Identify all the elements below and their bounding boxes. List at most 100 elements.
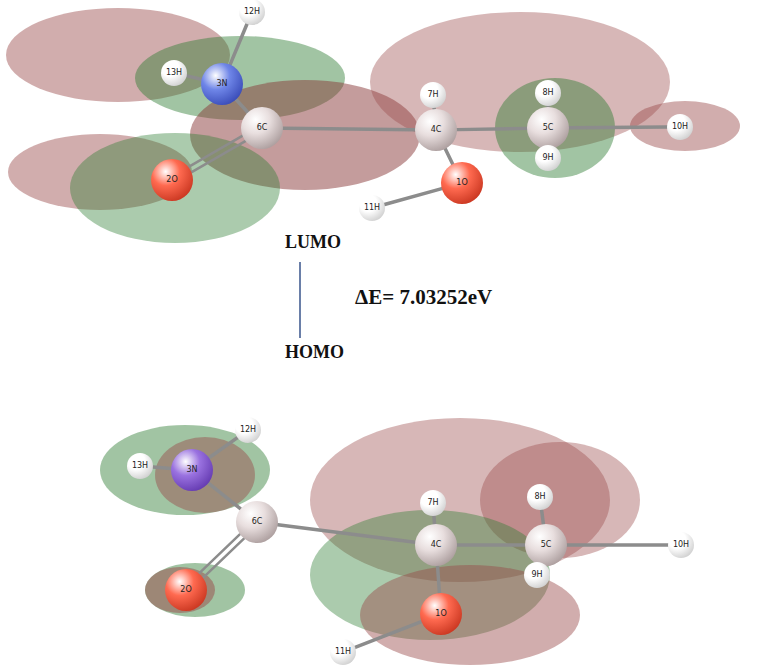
atom-label: 1O	[435, 610, 446, 618]
atom-label: 4C	[431, 126, 442, 134]
bond-stroke	[385, 189, 442, 205]
hydrogen-atom: 8H	[535, 80, 561, 106]
heavy-atom: 4C	[415, 524, 457, 566]
orbital-label: LUMO	[285, 232, 341, 253]
level-line	[299, 262, 301, 338]
bond-stroke	[208, 483, 240, 509]
atom-label: 12H	[244, 8, 260, 16]
bond-line	[236, 100, 248, 113]
hydrogen-atom: 8H	[527, 484, 553, 510]
heavy-atom: 6C	[241, 107, 283, 149]
homo-lobes	[100, 418, 640, 665]
atom-label: 7H	[427, 91, 438, 99]
heavy-atom: 2O	[151, 159, 193, 201]
atom-label: 2O	[180, 586, 191, 594]
heavy-atom: 5C	[527, 107, 569, 149]
atom-label: 10H	[673, 541, 689, 549]
orbital-lobe	[155, 437, 255, 513]
bond-line	[433, 516, 435, 524]
orbital-lobe	[70, 133, 280, 243]
bond-stroke	[153, 467, 171, 468]
atom-label: 5C	[541, 541, 552, 549]
atom-label: 10H	[672, 123, 688, 131]
bond-line	[457, 128, 527, 129]
hydrogen-atom: 7H	[420, 490, 446, 516]
atom-label: 3N	[186, 466, 197, 474]
bond-line	[230, 24, 247, 65]
bond-stroke	[189, 136, 243, 167]
bond-stroke	[567, 543, 668, 547]
bond-line	[567, 545, 668, 546]
orbital-lobe	[145, 567, 215, 613]
atom-label: 11H	[364, 204, 380, 212]
heavy-atom: 5C	[525, 524, 567, 566]
bond-stroke	[230, 24, 247, 65]
heavy-atom: 2O	[165, 569, 207, 611]
hydrogen-atom: 10H	[668, 532, 694, 558]
heavy-atom: 6C	[236, 501, 278, 543]
bond-stroke	[187, 76, 202, 79]
bond-line	[355, 622, 421, 648]
atom-label: 3N	[216, 80, 227, 88]
hydrogen-atom: 13H	[161, 60, 187, 86]
bond-stroke	[355, 622, 421, 648]
bond-stroke	[278, 525, 415, 543]
hydrogen-atom: 9H	[524, 562, 550, 588]
atom-label: 5C	[543, 124, 554, 132]
bond-stroke	[283, 128, 415, 130]
atom-label: 9H	[542, 154, 553, 162]
hydrogen-atom: 11H	[330, 639, 356, 665]
atom-label: 6C	[257, 124, 268, 132]
hydrogen-atom: 12H	[239, 0, 265, 25]
bond-line	[445, 149, 453, 164]
bond-line	[438, 566, 440, 593]
atom-label: 13H	[166, 69, 182, 77]
bond-stroke	[209, 438, 237, 458]
heavy-atom: 4C	[415, 109, 457, 151]
bond-stroke	[192, 141, 246, 172]
hydrogen-atom: 9H	[535, 145, 561, 171]
bond-line	[153, 467, 171, 468]
atom-label: 12H	[240, 426, 256, 434]
hydrogen-atom: 13H	[127, 453, 153, 479]
atom-label: 1O	[456, 179, 467, 187]
bond-line	[457, 545, 525, 546]
heavy-atom: 1O	[441, 162, 483, 204]
lumo-lobes	[6, 8, 740, 243]
bond-stroke	[203, 539, 244, 578]
bond-line	[209, 438, 237, 458]
hydrogen-atom: 10H	[667, 114, 693, 140]
atom-label: 11H	[335, 648, 351, 656]
orbital-label: HOMO	[285, 342, 344, 363]
bond-stroke	[438, 566, 440, 593]
bond-stroke	[542, 510, 544, 524]
bond-stroke	[432, 516, 436, 524]
bond-line	[278, 525, 415, 543]
bond-line	[283, 128, 415, 130]
hydrogen-atom: 7H	[420, 82, 446, 108]
hydrogen-atom: 11H	[359, 195, 385, 221]
bond-line	[189, 136, 246, 172]
energy-gap: ΔE= 7.03252eV	[355, 285, 492, 310]
atom-label: 9H	[531, 571, 542, 579]
atom-label: 8H	[542, 89, 553, 97]
bond-line	[569, 127, 667, 129]
bond-line	[208, 483, 240, 509]
heavy-atom: 3N	[171, 449, 213, 491]
bond-stroke	[236, 100, 248, 113]
bond-line	[187, 76, 202, 79]
orbital-lobe	[145, 563, 245, 617]
atom-label: 6C	[252, 518, 263, 526]
bond-stroke	[569, 125, 667, 129]
atom-label: 7H	[427, 499, 438, 507]
atom-label: 8H	[534, 493, 545, 501]
atom-label: 4C	[431, 541, 442, 549]
bond-line	[199, 534, 244, 577]
bond-stroke	[457, 543, 525, 547]
bond-line	[385, 189, 442, 205]
heavy-atom: 3N	[201, 63, 243, 105]
atom-label: 13H	[132, 462, 148, 470]
